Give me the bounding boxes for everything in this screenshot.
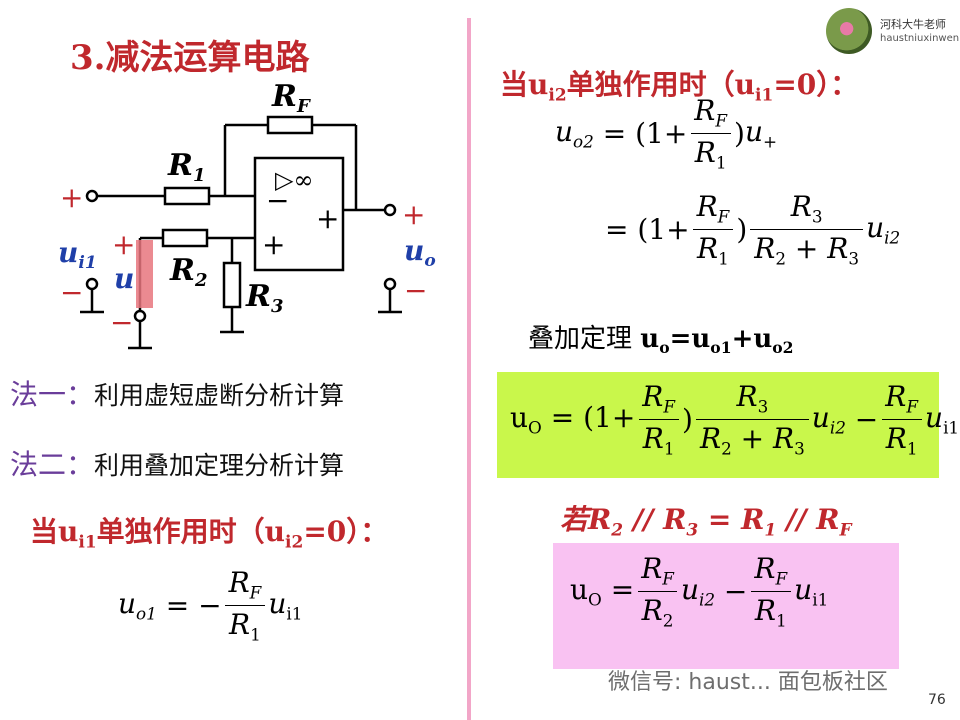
r3-label: R3	[245, 279, 283, 317]
page-title: 3.减法运算电路	[70, 38, 310, 78]
ui1-plus: +	[60, 181, 83, 214]
op-amp-box	[253, 156, 345, 272]
logo-icon	[826, 8, 872, 54]
inverting-sign: −	[266, 184, 289, 217]
ui2-plus: +	[112, 228, 135, 261]
ui2-highlight	[136, 240, 153, 308]
output-sign: +	[316, 202, 339, 235]
page-number: 76	[928, 692, 946, 708]
ui2-minus: −	[110, 306, 133, 339]
condition-ui2-only: 当ui2单独作用时（ui1=0）：	[500, 68, 859, 106]
uo-plus: +	[402, 198, 425, 231]
r2-label: R2	[169, 253, 207, 291]
ui1-minus: −	[60, 276, 83, 309]
rf-label: RF	[271, 79, 311, 117]
r1-label: R1	[167, 148, 205, 186]
noninverting-sign: +	[262, 228, 285, 261]
method-two: 法二：利用叠加定理分析计算	[10, 448, 345, 481]
rf-resistor	[266, 115, 314, 135]
method-one: 法一：利用虚短虚断分析计算	[10, 378, 345, 411]
logo-name: 河科大牛老师	[880, 18, 946, 31]
op-amp-symbol: ▷∞	[275, 166, 313, 194]
r1-resistor	[163, 186, 211, 206]
subtractor-circuit: RF R1 R2 R3 ▷∞ − + + + ui1 − + u − + uo …	[58, 79, 436, 350]
uo-minus: −	[404, 274, 427, 307]
general-result-box	[497, 372, 939, 478]
watermark: 微信号: haust... 面包板社区	[608, 670, 888, 695]
simplified-result-box	[553, 543, 899, 669]
logo-handle: haustniuxinwen	[880, 33, 960, 44]
balance-condition: 若R2 // R3 = R1 // RF	[560, 503, 852, 541]
r2-resistor	[161, 228, 209, 248]
condition-ui1-only: 当ui1单独作用时（ui2=0）：	[30, 515, 389, 553]
r3-resistor	[222, 261, 242, 309]
uo-label: uo	[404, 234, 436, 271]
column-divider	[467, 18, 471, 720]
ui2-label: u	[114, 262, 134, 295]
ui1-label: ui1	[58, 236, 97, 273]
superposition-statement: 叠加定理 uo=uo1+uo2	[528, 324, 794, 358]
